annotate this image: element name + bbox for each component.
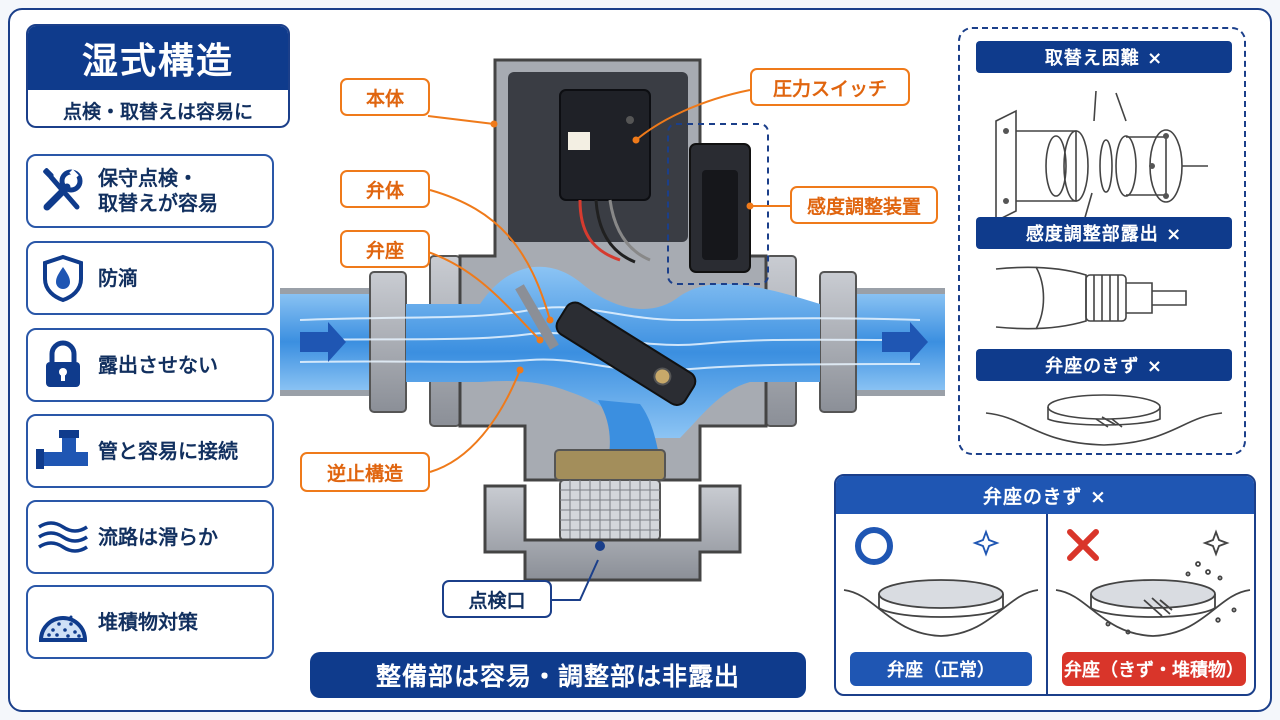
- feature-label: 管と容易に接続: [98, 438, 238, 463]
- problem-examples-panel: 取替え困難 × 感度調整部露出 × 弁座のきず ×: [958, 27, 1246, 455]
- wrench-screwdriver-icon: [28, 156, 98, 226]
- page-subtitle: 点検・取替えは容易に: [62, 100, 253, 123]
- callout-inspection-port: 点検口: [442, 580, 552, 618]
- feature-label: 露出させない: [98, 352, 218, 377]
- comparison-heading: 弁座のきず ×: [836, 476, 1254, 514]
- inlet-flange: [369, 271, 407, 413]
- title-block: 湿式構造 点検・取替えは容易に: [26, 24, 290, 128]
- problem-heading: 弁座のきず ×: [976, 349, 1232, 381]
- feature-label: 防滴: [98, 265, 138, 290]
- feature-smooth-flow: 流路は滑らか: [26, 500, 274, 574]
- pipe-connector-icon: [28, 416, 98, 486]
- callout-pressure-switch: 圧力スイッチ: [750, 68, 910, 106]
- feature-not-exposed: 露出させない: [26, 328, 274, 402]
- callout-valve-body: 弁体: [340, 170, 430, 208]
- inspection-port-cap: [483, 484, 742, 582]
- comparison-divider: [1046, 514, 1048, 694]
- damaged-seat-tag: 弁座（きず・堆積物）: [1062, 652, 1246, 686]
- feature-sediment: 堆積物対策: [26, 585, 274, 659]
- page-title: 湿式構造: [28, 26, 288, 90]
- problem-heading: 取替え困難 ×: [976, 41, 1232, 73]
- callout-check-structure: 逆止構造: [300, 452, 430, 492]
- feature-label: 取替えが容易: [98, 191, 218, 215]
- flange-disassembly-illustration: [995, 90, 1208, 223]
- ok-circle-icon: [855, 527, 893, 565]
- callout-valve-seat: 弁座: [340, 230, 430, 268]
- flow-arrow-in: [300, 322, 346, 362]
- normal-seat-tag: 弁座（正常）: [850, 652, 1032, 686]
- outlet-flange: [819, 271, 857, 413]
- padlock-icon: [28, 330, 98, 400]
- exposed-adjuster-illustration: [995, 266, 1187, 330]
- ng-cross-icon: [1067, 529, 1099, 561]
- feature-pipe-connect: 管と容易に接続: [26, 414, 274, 488]
- wavy-flow-icon: [28, 502, 98, 572]
- sediment-dome-icon: [28, 587, 98, 657]
- problem-heading: 感度調整部露出 ×: [976, 217, 1232, 249]
- valve-cross-section: 本体 弁体 弁座 逆止構造 圧力スイッチ 感度調整装置 点検口: [280, 20, 945, 640]
- valve-illustration: [280, 58, 945, 601]
- feature-maintenance: 保守点検・ 取替えが容易: [26, 154, 274, 228]
- normal-seat-illustration: [843, 527, 1039, 637]
- sparkle-icon: [972, 529, 1000, 557]
- callout-body: 本体: [340, 78, 430, 116]
- feature-label: 保守点検・: [98, 166, 198, 190]
- water-drop-shield-icon: [28, 243, 98, 313]
- summary-banner: 整備部は容易・調整部は非露出: [310, 652, 806, 698]
- valve-seat-comparison-panel: 弁座のきず × 弁座（正常） 弁座（きず・堆積物）: [834, 474, 1256, 696]
- feature-label: 堆積物対策: [98, 609, 198, 634]
- sensitivity-device-outline: [667, 123, 769, 285]
- feature-label: 流路は滑らか: [98, 524, 218, 549]
- sparkle-icon: [1202, 529, 1230, 557]
- callout-sensitivity-device: 感度調整装置: [790, 186, 938, 224]
- damaged-seat-illustration: [1055, 529, 1251, 637]
- flow-arrow-out: [882, 322, 928, 362]
- feature-dripproof: 防滴: [26, 241, 274, 315]
- scratched-seat-illustration: [985, 394, 1223, 446]
- swing-valve: [555, 301, 697, 406]
